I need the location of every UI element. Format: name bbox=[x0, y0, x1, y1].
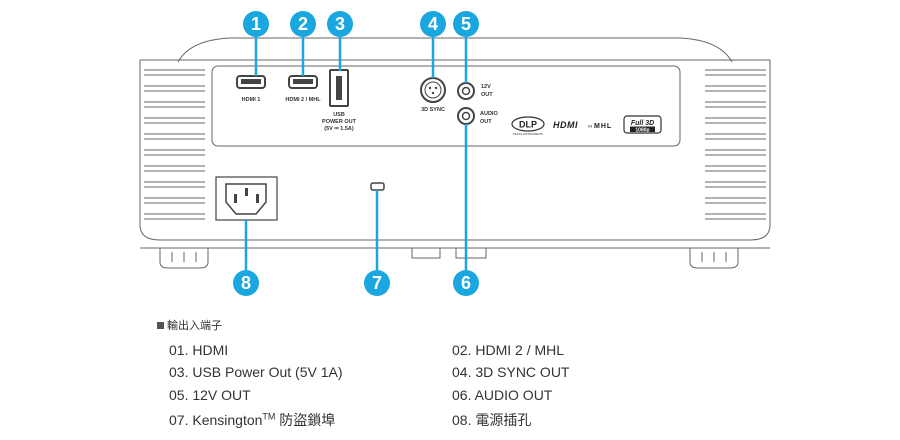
callout-circle bbox=[453, 270, 479, 296]
callout-1-hdmi-1: 1 bbox=[243, 11, 269, 37]
rear-panel bbox=[211, 65, 681, 147]
12v-out-label-line1: 12V bbox=[481, 84, 491, 90]
callout-3-usb-power-out: 3 bbox=[327, 11, 353, 37]
svg-text:1080p: 1080p bbox=[635, 127, 649, 133]
callout-number: 3 bbox=[335, 14, 345, 34]
bullet-square-icon bbox=[157, 322, 164, 329]
callout-circle bbox=[420, 11, 446, 37]
full-3d-logo: Full 3D 1080p bbox=[623, 115, 662, 134]
audio-out-label-line2: OUT bbox=[480, 119, 492, 125]
leader-lines bbox=[244, 35, 468, 270]
hdmi-2-label: HDMI 2 / MHL bbox=[285, 97, 321, 103]
callout-7-kensington-lock: 7 bbox=[364, 270, 390, 296]
kensington-slot bbox=[370, 182, 385, 191]
3d-sync-label: 3D SYNC bbox=[421, 107, 445, 113]
3d-sync-port bbox=[420, 77, 446, 103]
callout-circle bbox=[327, 11, 353, 37]
right-vents bbox=[705, 69, 766, 220]
callout-circle bbox=[290, 11, 316, 37]
callout-5-12v-out: 5 bbox=[453, 11, 479, 37]
audio-out-port bbox=[457, 107, 475, 125]
hdmi-logo: HDMI bbox=[553, 120, 578, 130]
hdmi-1-port bbox=[236, 75, 266, 89]
callout-number: 6 bbox=[461, 273, 471, 293]
callout-2-hdmi-2-mhl: 2 bbox=[290, 11, 316, 37]
port-item-05: 05. 12V OUT bbox=[169, 387, 251, 403]
port-item-08: 08. 電源插孔 bbox=[452, 412, 532, 428]
left-vents bbox=[144, 69, 205, 220]
callout-6-audio-out: 6 bbox=[453, 270, 479, 296]
dlp-logo: DLP TEXAS INSTRUMENTS bbox=[511, 116, 545, 136]
port-item-07: 07. KensingtonTM 防盜鎖埠 bbox=[169, 411, 336, 428]
port-item-03: 03. USB Power Out (5V 1A) bbox=[169, 364, 343, 380]
callout-4-3d-sync: 4 bbox=[420, 11, 446, 37]
callout-number: 2 bbox=[298, 14, 308, 34]
callout-badges: 1 2 3 4 5 6 7 8 bbox=[233, 11, 479, 296]
port-item-06: 06. AUDIO OUT bbox=[452, 387, 553, 403]
power-socket bbox=[215, 176, 278, 221]
callout-circle bbox=[364, 270, 390, 296]
mhl-logo: ∞ MHL bbox=[588, 123, 612, 130]
hdmi-1-label: HDMI 1 bbox=[242, 97, 261, 103]
callout-number: 1 bbox=[251, 14, 261, 34]
section-title: 輸出入端子 bbox=[157, 317, 222, 333]
svg-text:HDMI: HDMI bbox=[553, 120, 578, 130]
svg-text:Full 3D: Full 3D bbox=[631, 120, 654, 127]
callout-number: 8 bbox=[241, 273, 251, 293]
section-title-text: 輸出入端子 bbox=[167, 319, 222, 332]
usb-port bbox=[329, 69, 349, 107]
usb-label-line1: USB bbox=[333, 112, 345, 118]
hdmi-2-port bbox=[288, 75, 318, 89]
audio-out-label-line1: AUDIO bbox=[480, 111, 498, 117]
usb-label-line3: (5V ⎓ 1.5A) bbox=[324, 126, 354, 132]
port-item-01: 01. HDMI bbox=[169, 342, 229, 358]
svg-text:MHL: MHL bbox=[594, 123, 612, 130]
12v-out-port bbox=[457, 82, 475, 100]
svg-text:DLP: DLP bbox=[519, 120, 537, 130]
port-item-04: 04. 3D SYNC OUT bbox=[452, 364, 570, 380]
feet bbox=[159, 248, 739, 269]
callout-8-power-socket: 8 bbox=[233, 270, 259, 296]
callout-circle bbox=[243, 11, 269, 37]
svg-text:∞: ∞ bbox=[588, 124, 592, 130]
trademark-sup: TM bbox=[262, 411, 276, 422]
callout-circle bbox=[453, 11, 479, 37]
callout-number: 5 bbox=[461, 14, 471, 34]
port-item-02: 02. HDMI 2 / MHL bbox=[452, 342, 565, 358]
12v-out-label-line2: OUT bbox=[481, 92, 493, 98]
svg-text:TEXAS INSTRUMENTS: TEXAS INSTRUMENTS bbox=[513, 132, 543, 136]
callout-number: 4 bbox=[428, 14, 438, 34]
callout-number: 7 bbox=[372, 273, 382, 293]
callout-circle bbox=[233, 270, 259, 296]
usb-label-line2: POWER OUT bbox=[322, 119, 357, 125]
projector-body bbox=[139, 37, 771, 269]
